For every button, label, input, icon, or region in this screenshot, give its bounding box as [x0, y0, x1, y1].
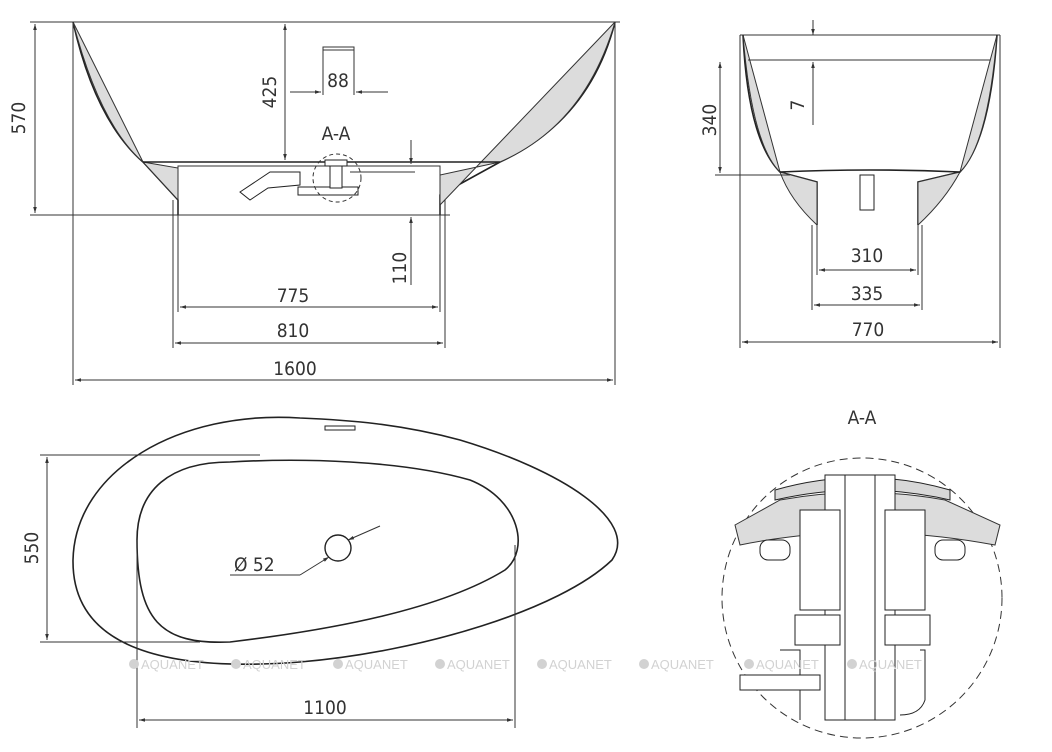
bathtub-outline-top	[72, 416, 619, 665]
watermark: AQUANET	[651, 657, 714, 672]
dim-length-1600: 1600	[273, 358, 317, 380]
section-label-detail: A-A	[848, 407, 877, 429]
dim-width-550: 550	[21, 532, 43, 565]
section-marker-circle	[312, 153, 362, 203]
dim-base-335: 335	[851, 283, 884, 305]
section-label-front: A-A	[322, 123, 351, 145]
drain-hole-icon	[324, 534, 352, 562]
bathtub-inner-top	[136, 459, 519, 644]
drain-icon-side	[859, 174, 875, 211]
dim-base-775: 775	[277, 285, 310, 307]
front-view: 570 425 88 A-A 110 775 810 1600	[8, 21, 620, 385]
dim-base-810: 810	[277, 320, 310, 342]
dim-bowl-340: 340	[699, 104, 721, 137]
side-view: 340 7 310 335 770	[699, 20, 1001, 348]
dim-base-height-110: 110	[389, 252, 411, 285]
watermark-row: AQUANET AQUANET AQUANET AQUANET AQUANET …	[129, 657, 922, 672]
drain-valve-icon	[739, 474, 966, 721]
dim-overflow-88: 88	[327, 70, 349, 92]
dim-height-570: 570	[8, 102, 30, 135]
watermark: AQUANET	[859, 657, 922, 672]
dim-depth-425: 425	[259, 76, 281, 109]
drain-assembly-icon	[239, 159, 359, 201]
watermark: AQUANET	[243, 657, 306, 672]
watermark: AQUANET	[549, 657, 612, 672]
watermark: AQUANET	[141, 657, 204, 672]
watermark: AQUANET	[756, 657, 819, 672]
dim-base-310: 310	[851, 245, 884, 267]
dim-rim-7: 7	[787, 100, 809, 111]
dim-width-770: 770	[852, 319, 885, 341]
dim-inner-1100: 1100	[303, 697, 347, 719]
watermark: AQUANET	[345, 657, 408, 672]
watermark: AQUANET	[447, 657, 510, 672]
section-detail: A-A	[721, 407, 1003, 739]
dim-drain-diameter: Ø 52	[234, 554, 275, 576]
top-view: 550 Ø 52 1100	[21, 416, 619, 728]
